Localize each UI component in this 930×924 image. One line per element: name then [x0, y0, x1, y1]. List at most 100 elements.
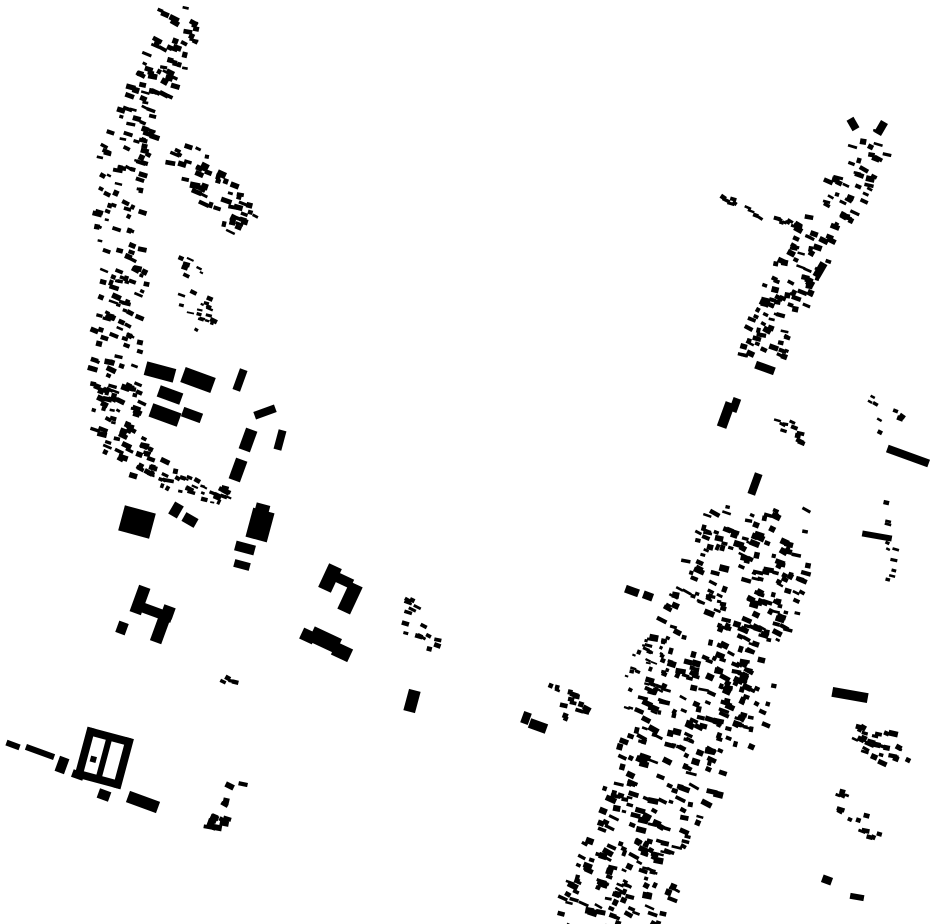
building [627, 790, 640, 799]
building [644, 642, 653, 648]
building [634, 669, 641, 675]
building [694, 819, 702, 827]
building [646, 637, 659, 643]
building [651, 732, 664, 741]
large-building [54, 755, 70, 775]
building [624, 674, 629, 678]
building [726, 685, 734, 691]
building [133, 158, 141, 163]
building [123, 206, 132, 212]
building [791, 305, 799, 313]
building [801, 506, 812, 514]
building [694, 591, 700, 597]
building [704, 715, 716, 724]
building [701, 534, 711, 541]
building [647, 666, 653, 672]
building [794, 611, 801, 616]
building [763, 512, 773, 519]
building [783, 587, 792, 595]
building [659, 657, 666, 664]
building [107, 396, 113, 403]
building [202, 497, 208, 502]
building [186, 474, 193, 481]
building [705, 596, 713, 603]
building [121, 335, 129, 342]
building [722, 526, 732, 534]
building [190, 187, 203, 197]
building [719, 601, 727, 607]
building [557, 910, 566, 917]
building [803, 267, 812, 274]
building [121, 441, 133, 451]
building [734, 721, 745, 727]
building [694, 537, 701, 543]
building [217, 486, 227, 494]
building [426, 645, 433, 652]
building [111, 225, 122, 233]
building [726, 650, 735, 657]
building [118, 362, 125, 370]
building [413, 604, 422, 611]
building [838, 791, 847, 799]
building [685, 770, 697, 777]
building [138, 81, 147, 88]
large-building [874, 119, 888, 137]
building [193, 476, 202, 485]
building [645, 661, 651, 665]
building [204, 169, 213, 177]
building [700, 524, 707, 532]
building [617, 753, 628, 761]
building [139, 119, 147, 126]
building [692, 566, 705, 576]
building [677, 744, 687, 752]
building [719, 544, 726, 552]
building [723, 679, 732, 687]
building [739, 658, 750, 664]
building [827, 194, 835, 200]
large-building [520, 710, 532, 726]
building [238, 216, 247, 224]
building [594, 885, 601, 891]
building [606, 843, 617, 851]
building [433, 637, 442, 643]
building [159, 456, 171, 466]
building [661, 682, 668, 689]
building [207, 201, 214, 209]
building [747, 208, 755, 214]
large-building [330, 641, 354, 663]
building [661, 756, 673, 766]
building [825, 258, 832, 265]
building [225, 228, 236, 236]
building [772, 507, 780, 514]
building [584, 836, 595, 846]
building [796, 288, 808, 297]
building [720, 699, 731, 705]
building [832, 174, 844, 181]
building [142, 100, 149, 105]
building [776, 216, 783, 223]
building [784, 348, 790, 354]
building [162, 69, 171, 76]
building [738, 677, 748, 685]
building [770, 591, 776, 598]
building [885, 547, 891, 552]
building [641, 811, 653, 822]
building [224, 781, 235, 791]
building [772, 621, 781, 627]
building [738, 699, 746, 706]
building [222, 815, 232, 822]
building [888, 729, 899, 738]
building [638, 760, 650, 769]
building [140, 125, 150, 134]
building [713, 529, 720, 535]
building [822, 199, 831, 205]
building [847, 215, 853, 221]
small-buildings [87, 5, 912, 924]
building [641, 891, 653, 900]
building [855, 157, 862, 164]
building [128, 241, 137, 250]
building [645, 700, 651, 705]
building [745, 340, 755, 347]
building [594, 903, 603, 910]
building [216, 169, 228, 180]
